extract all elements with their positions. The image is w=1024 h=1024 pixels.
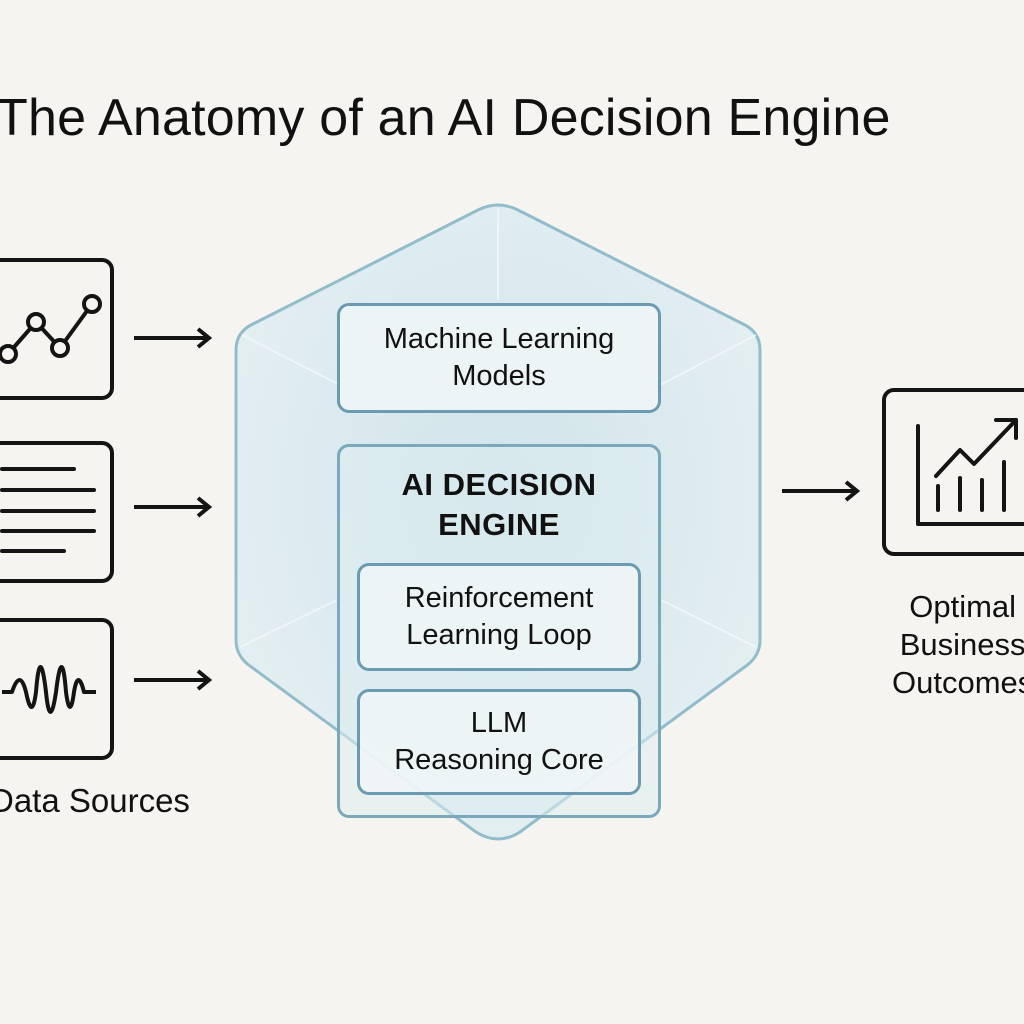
- outcome-line3: Outcomes: [892, 665, 1024, 700]
- engine-title: AI DECISION ENGINE: [340, 465, 658, 545]
- outcome-line2: Business: [899, 627, 1024, 662]
- data-source-signal: [0, 618, 114, 760]
- outcome-label: Optimal Business Outcomes: [892, 588, 1024, 702]
- growth-chart-icon: [916, 418, 1024, 526]
- rl-loop-card: Reinforcement Learning Loop: [357, 563, 641, 671]
- arrow-right-icon: [134, 496, 213, 518]
- llm-core-line1: LLM: [470, 707, 528, 739]
- line-chart-icon: [0, 294, 102, 364]
- diagram-title: The Anatomy of an AI Decision Engine: [0, 89, 891, 147]
- rl-loop-line1: Reinforcement: [404, 582, 594, 614]
- arrow-right-icon: [134, 327, 213, 349]
- ml-models-line2: Models: [452, 360, 546, 392]
- ml-models-line1: Machine Learning: [383, 323, 615, 355]
- engine-title-line1: AI DECISION: [401, 467, 597, 502]
- llm-core-card: LLM Reasoning Core: [357, 689, 641, 795]
- document-lines-icon: [0, 467, 96, 553]
- ml-models-card: Machine Learning Models: [337, 303, 661, 413]
- engine-title-line2: ENGINE: [438, 507, 560, 542]
- outcome-box: [882, 388, 1024, 556]
- arrow-right-icon: [782, 480, 861, 502]
- waveform-icon: [2, 665, 96, 714]
- data-sources-label: Data Sources: [0, 782, 190, 819]
- rl-loop-line2: Learning Loop: [406, 619, 592, 651]
- data-source-document: [0, 441, 114, 583]
- data-source-chart: [0, 258, 114, 400]
- outcome-line1: Optimal: [909, 589, 1017, 624]
- arrow-right-icon: [134, 669, 213, 691]
- llm-core-line2: Reasoning Core: [394, 744, 604, 776]
